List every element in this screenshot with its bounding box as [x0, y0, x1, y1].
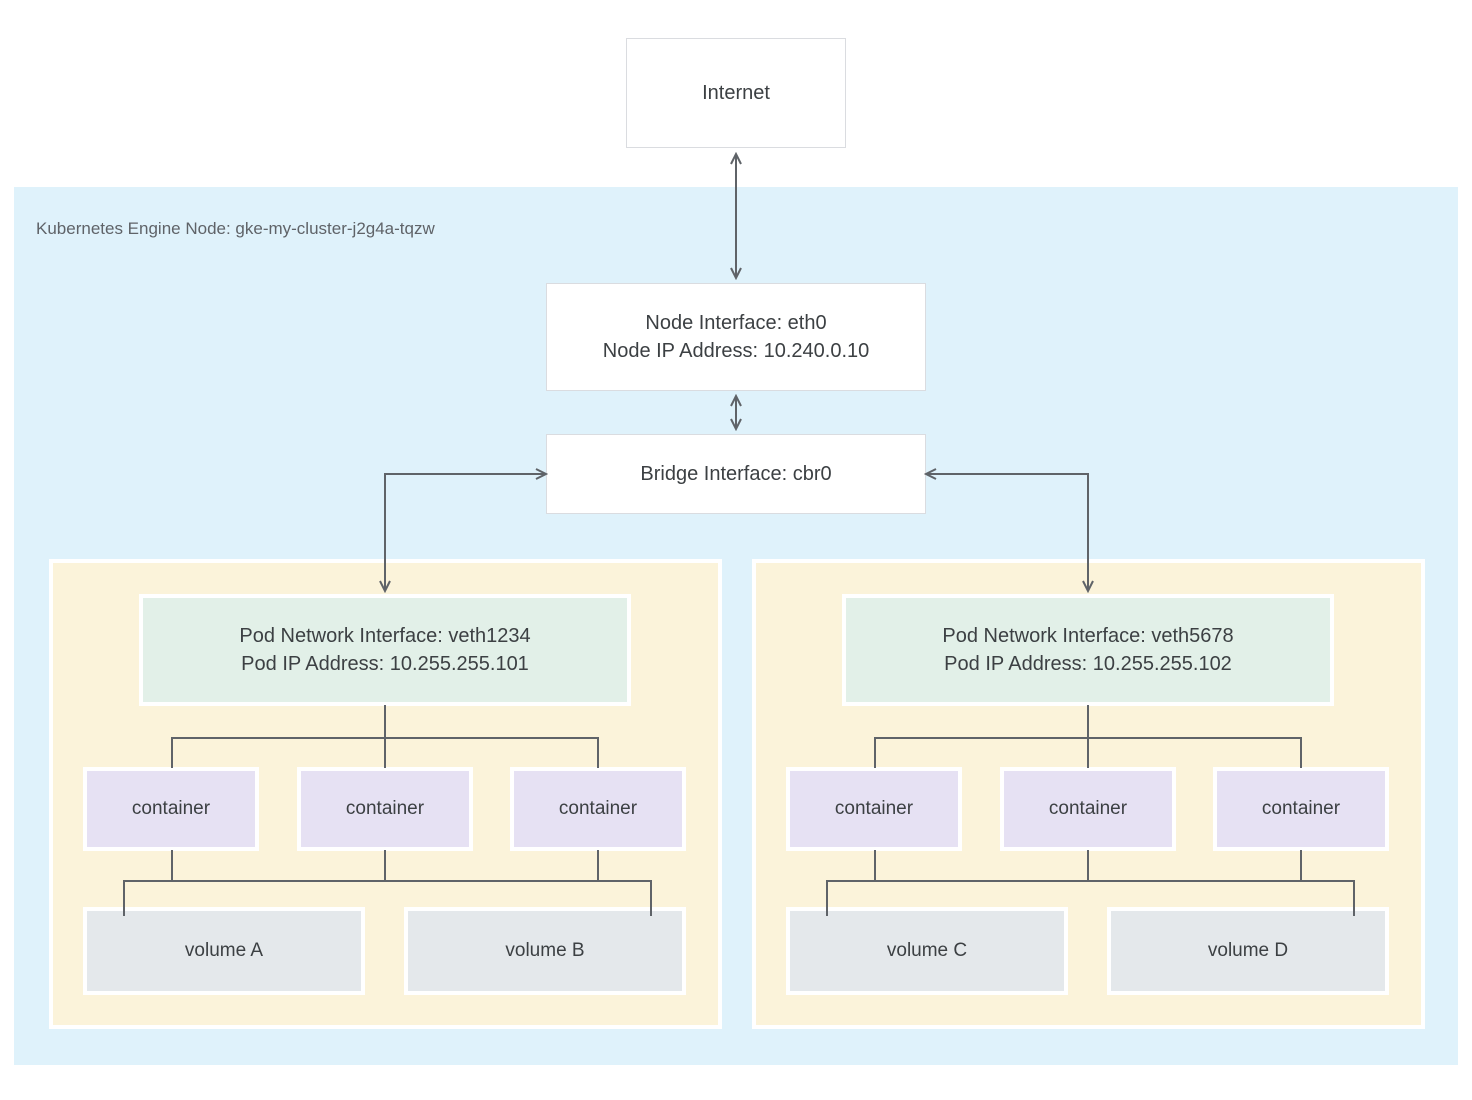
pod1-interface-line1: Pod Network Interface: veth1234 — [239, 625, 531, 647]
kubernetes-node-label: Kubernetes Engine Node: gke-my-cluster-j… — [36, 219, 435, 238]
pod1-container-2: container — [297, 767, 473, 851]
pod2-container-1: container — [786, 767, 962, 851]
pod2-volume-d: volume D — [1107, 907, 1389, 995]
pod2-interface-line1: Pod Network Interface: veth5678 — [942, 625, 1234, 647]
pod2-container-2: container — [1000, 767, 1176, 851]
pod1-interface-line2: Pod IP Address: 10.255.255.101 — [241, 653, 529, 675]
pod2-volume-c: volume C — [786, 907, 1068, 995]
node-interface-line1: Node Interface: eth0 — [645, 312, 827, 334]
internet-label: Internet — [702, 82, 770, 104]
pod1-volume-a: volume A — [83, 907, 365, 995]
pod-box-1: Pod Network Interface: veth1234 Pod IP A… — [49, 559, 722, 1029]
pod2-container-3: container — [1213, 767, 1389, 851]
internet-box: Internet — [626, 38, 846, 148]
node-interface-line2: Node IP Address: 10.240.0.10 — [602, 340, 870, 362]
pod2-interface-line2: Pod IP Address: 10.255.255.102 — [944, 653, 1232, 675]
pod1-container-1: container — [83, 767, 259, 851]
bridge-interface-label: Bridge Interface: cbr0 — [640, 463, 832, 485]
pod-box-2: Pod Network Interface: veth5678 Pod IP A… — [752, 559, 1425, 1029]
pod1-interface-box: Pod Network Interface: veth1234 Pod IP A… — [139, 594, 631, 706]
pod1-container-3: container — [510, 767, 686, 851]
pod2-interface-box: Pod Network Interface: veth5678 Pod IP A… — [842, 594, 1334, 706]
pod1-volume-b: volume B — [404, 907, 686, 995]
node-interface-box: Node Interface: eth0 Node IP Address: 10… — [546, 283, 926, 391]
bridge-interface-box: Bridge Interface: cbr0 — [546, 434, 926, 514]
